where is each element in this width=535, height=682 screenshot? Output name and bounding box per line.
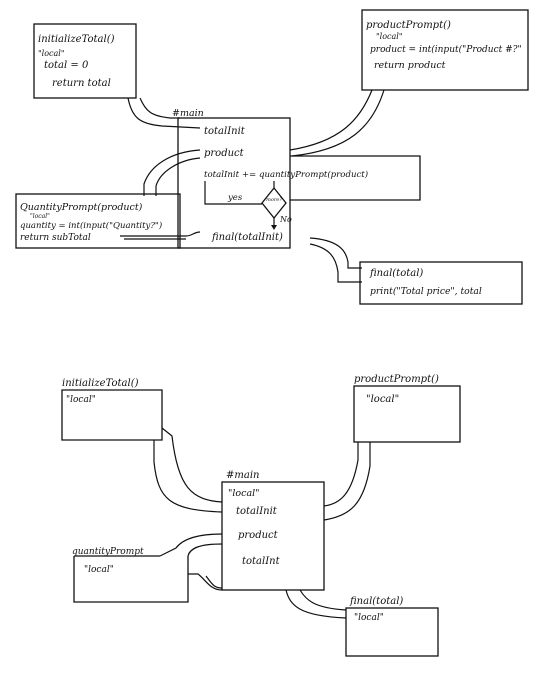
bottom-initialize-total-local: "local"	[66, 395, 96, 405]
bottom-connectors	[153, 427, 371, 619]
top-initialize-total-line-2: total = 0	[44, 60, 89, 71]
top-final-block: final(total) print("Total price", total	[359, 261, 523, 305]
bottom-main-block: #main "local" totalInit product totalInt	[221, 470, 325, 591]
top-product-prompt-line-2: product = int(input("Product #?"	[370, 44, 522, 55]
bottom-main-box	[221, 481, 325, 591]
top-quantity-prompt-block: QuantityPrompt(product) "local" quantity…	[15, 193, 181, 249]
top-product-prompt-block: productPrompt() "local" product = int(in…	[361, 9, 529, 91]
bottom-main-line-4: totalInt	[242, 556, 281, 567]
bottom-final-local: "local"	[354, 613, 384, 623]
top-main-line-3: totalInit += quantityPrompt(product)	[204, 169, 368, 180]
bottom-quantity-prompt-block: quantityPrompt "local"	[72, 547, 189, 603]
bottom-product-prompt-title: productPrompt()	[354, 374, 439, 385]
top-final-box	[359, 261, 523, 305]
top-quantity-prompt-line-1: "local"	[30, 213, 50, 220]
bottom-final-title: final(total)	[349, 596, 403, 607]
top-main-yes-label: yes	[227, 193, 243, 203]
top-main-decision-label: more?	[266, 197, 282, 203]
top-initialize-total-line-1: "local"	[38, 49, 65, 58]
top-main-loop-line	[204, 181, 262, 205]
bottom-quantity-prompt-title: quantityPrompt	[72, 547, 144, 557]
top-main-decision-diamond	[261, 186, 287, 220]
top-initialize-total-box	[33, 23, 137, 99]
top-initialize-total-block: initializeTotal() "local" total = 0 retu…	[33, 23, 137, 99]
bottom-main-line-1: "local"	[228, 488, 260, 499]
bottom-connector-quantity-b	[187, 543, 223, 557]
bottom-quantity-prompt-box	[73, 555, 189, 603]
top-main-line-1: totalInit	[204, 126, 246, 137]
bottom-main-title: #main	[226, 470, 259, 481]
bottom-quantity-prompt-local: "local"	[84, 565, 114, 575]
bottom-connector-final-a	[285, 589, 347, 619]
bottom-initialize-total-box	[61, 389, 163, 441]
top-connector-product-a	[289, 89, 373, 151]
top-connector-final-b	[309, 243, 362, 283]
bottom-connector-final-b	[299, 589, 347, 611]
bottom-final-block: final(total) "local"	[345, 596, 439, 657]
bottom-main-line-2: totalInit	[236, 506, 278, 517]
top-quantity-prompt-line-3: return subTotal	[20, 233, 91, 243]
top-main-title: #main	[172, 108, 204, 119]
bottom-product-prompt-box	[353, 385, 461, 443]
bottom-connector-product-b	[323, 442, 371, 521]
top-main-box-extension	[290, 155, 421, 201]
bottom-final-box	[345, 607, 439, 657]
top-connector-product-b	[291, 89, 385, 157]
bottom-initialize-total-title: initializeTotal()	[62, 378, 139, 389]
top-connector-quantity-b	[155, 157, 201, 196]
top-quantity-prompt-line-2: quantity = int(input("Quantity?")	[20, 220, 162, 231]
top-connector-quantity-return-a	[120, 231, 201, 237]
bottom-connector-quantity-return-b	[205, 575, 223, 589]
top-main-block: #main totalInit product totalInit += qua…	[172, 108, 421, 249]
top-main-line-2: product	[204, 148, 245, 159]
top-initialize-total-title: initializeTotal()	[38, 34, 115, 45]
top-product-prompt-box	[361, 9, 529, 91]
top-main-no-label: No	[279, 215, 292, 224]
top-connector-initialize-b	[139, 97, 180, 119]
bottom-connector-initialize-a	[153, 440, 223, 513]
bottom-connector-quantity-return-a	[188, 573, 223, 591]
top-product-prompt-line-3: return product	[374, 60, 446, 71]
top-product-prompt-title: productPrompt()	[366, 20, 451, 31]
bottom-connector-initialize-b	[161, 427, 223, 503]
bottom-product-prompt-block: productPrompt() "local"	[353, 374, 461, 443]
top-connector-final-a	[309, 237, 362, 269]
top-final-line-1: print("Total price", total	[370, 286, 482, 297]
top-quantity-prompt-title: QuantityPrompt(product)	[20, 202, 143, 213]
top-final-title: final(total)	[369, 268, 423, 279]
top-connector-quantity-a	[143, 149, 201, 196]
top-initialize-total-line-3: return total	[52, 78, 111, 89]
bottom-initialize-total-block: initializeTotal() "local"	[61, 378, 163, 441]
top-main-box	[177, 117, 291, 249]
bottom-connector-product-a	[323, 442, 359, 507]
top-connector-initialize-a	[127, 97, 201, 129]
top-main-line-4: final(totalInit)	[211, 232, 283, 243]
bottom-main-line-3: product	[238, 530, 279, 541]
bottom-connector-quantity-a	[159, 533, 223, 557]
bottom-product-prompt-local: "local"	[366, 394, 399, 405]
top-product-prompt-line-1: "local"	[376, 32, 403, 41]
top-quantity-prompt-box	[15, 193, 181, 249]
top-connectors	[120, 89, 385, 283]
top-main-decision-arrowhead	[271, 225, 277, 230]
